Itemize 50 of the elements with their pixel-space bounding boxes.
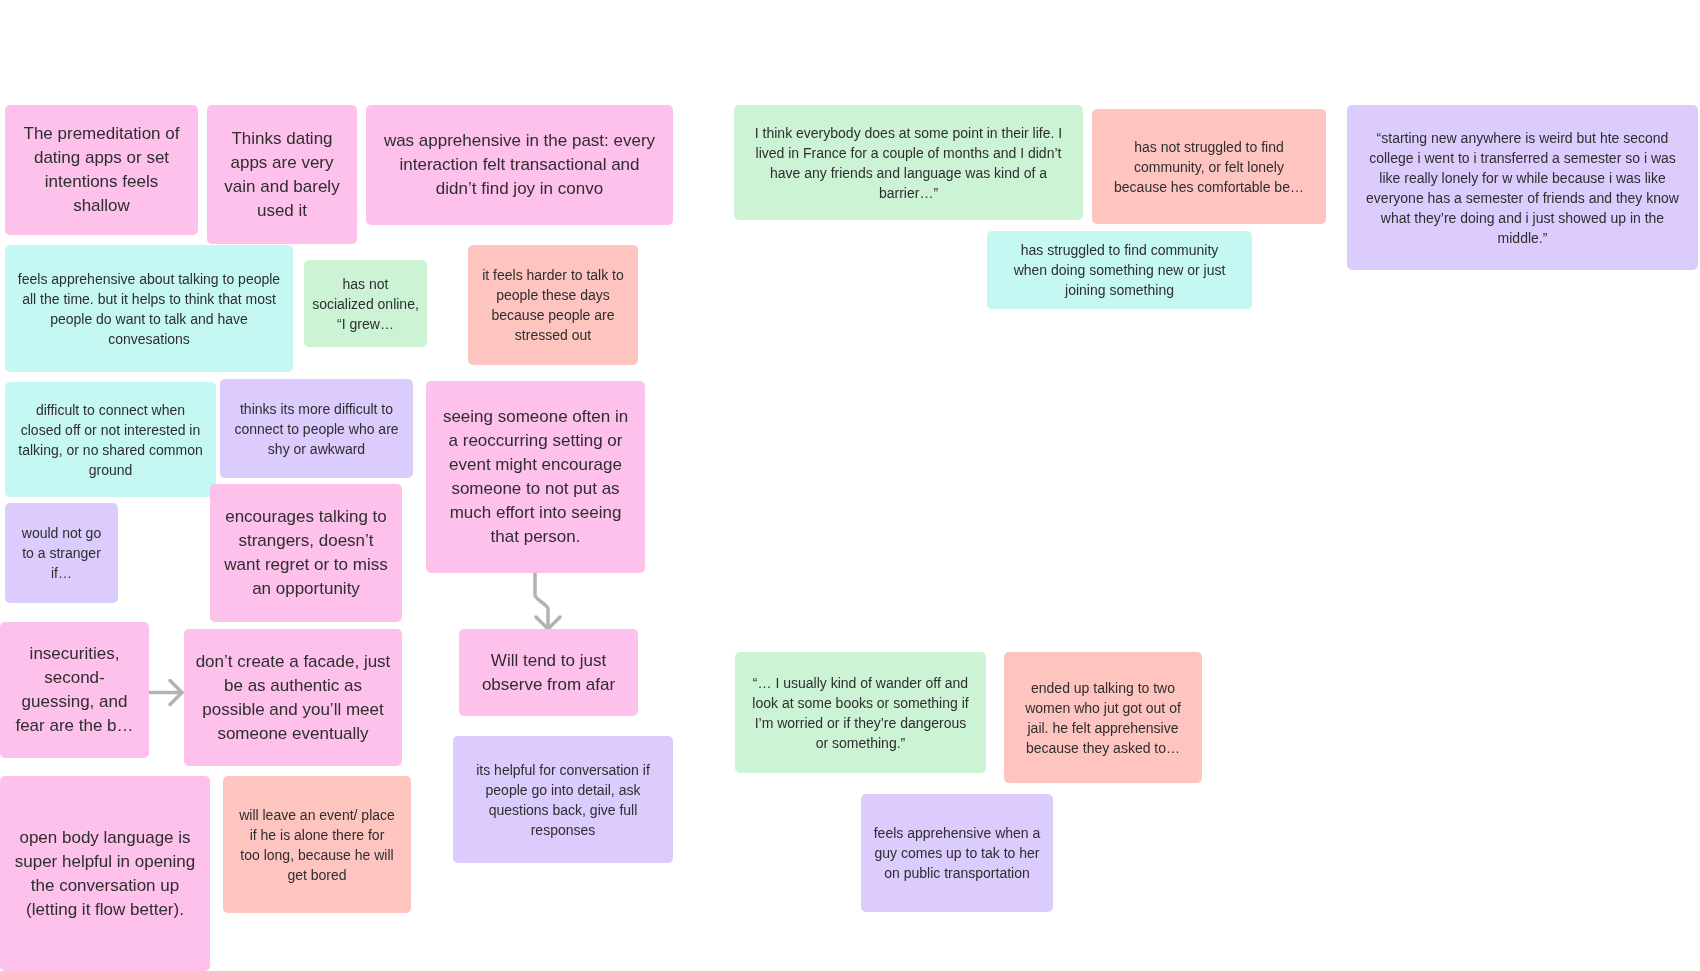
note-text: open body language is super helpful in opening the conversation up (letting it flow better). xyxy=(14,826,196,921)
note-text: I think everybody does at some point in their life. I lived in France for a couple of months and I didn’t have any friends and language was kind of a barrier…” xyxy=(753,123,1064,203)
sticky-note xyxy=(5,245,293,372)
note-text: its helpful for conversation if people go into detail, ask questions back, give full responses xyxy=(475,760,651,840)
note-text: thinks its more difficult to connect to people who are shy or awkward xyxy=(233,399,400,459)
sticky-note xyxy=(207,105,357,244)
sticky-note xyxy=(5,105,198,235)
note-text: encourages talking to strangers, doesn’t want regret or to miss an opportunity xyxy=(223,506,389,600)
sticky-note xyxy=(5,503,118,603)
note-text: insecurities, second-guessing, and fear are the b… xyxy=(14,643,135,737)
note-text: feels apprehensive when a guy comes up to tak to her on public transportation xyxy=(873,824,1041,883)
note-text: has not struggled to find community, or felt lonely because hes comfortable be… xyxy=(1113,137,1305,197)
note-text: would not go to a stranger if… xyxy=(20,524,103,583)
sticky-note xyxy=(210,484,402,622)
sticky-note xyxy=(861,794,1053,912)
sticky-note xyxy=(735,652,986,773)
note-text: will leave an event/ place if he is alone there for too long, because he will get bored xyxy=(239,805,395,885)
sticky-note xyxy=(223,776,411,913)
note-text: ended up talking to two women who jut got out of jail. he felt apprehensive because they asked to… xyxy=(1024,678,1182,758)
sticky-note xyxy=(366,105,673,225)
sticky-note xyxy=(184,629,402,766)
sticky-note xyxy=(426,381,645,573)
note-text: has struggled to find community when doing something new or just joining something xyxy=(1012,241,1227,300)
note-text: seeing someone often in a reoccurring setting or event might encourage someone to not put as much effort into seeing that person. xyxy=(441,406,630,548)
note-text: “… I usually kind of wander off and look at some books or something if I’m worried or if they’re dangerous or something.” xyxy=(751,673,970,753)
sticky-note xyxy=(220,379,413,478)
note-text: “starting new anywhere is weird but hte second college i went to i transferred a semester so i was like really lonely for w while because i was like everyone has a semester of friends and they know what they’re doing and i just showed up in the middle.” xyxy=(1365,128,1680,248)
sticky-note xyxy=(1347,105,1698,270)
note-text: Thinks dating apps are very vain and barely used it xyxy=(223,127,341,222)
note-text: has not socialized online, “I grew… xyxy=(311,274,420,334)
note-text: it feels harder to talk to people these days because people are stressed out xyxy=(481,266,625,345)
note-text: feels apprehensive about talking to people all the time. but it helps to think that most people do want to talk and have convesations xyxy=(17,269,281,349)
sticky-note xyxy=(468,245,638,365)
sticky-note xyxy=(5,382,216,497)
sticky-note xyxy=(1004,652,1202,783)
sticky-note xyxy=(1092,109,1326,224)
arrow xyxy=(533,571,562,631)
note-text: Will tend to just observe from afar xyxy=(480,649,617,696)
sticky-note xyxy=(459,629,638,716)
sticky-note xyxy=(987,231,1252,309)
sticky-note xyxy=(0,622,149,758)
note-text: don’t create a facade, just be as authentic as possible and you’ll meet someone eventually xyxy=(194,650,392,745)
sticky-note xyxy=(0,776,210,971)
sticky-note xyxy=(453,736,673,863)
arrow xyxy=(147,678,184,707)
sticky-note xyxy=(304,260,427,347)
note-text: The premeditation of dating apps or set intentions feels shallow xyxy=(22,123,181,217)
sticky-note xyxy=(734,105,1083,220)
note-text: difficult to connect when closed off or not interested in talking, or no shared common ground xyxy=(17,400,204,480)
note-text: was apprehensive in the past: every interaction felt transactional and didn’t find joy in convo xyxy=(382,130,657,200)
